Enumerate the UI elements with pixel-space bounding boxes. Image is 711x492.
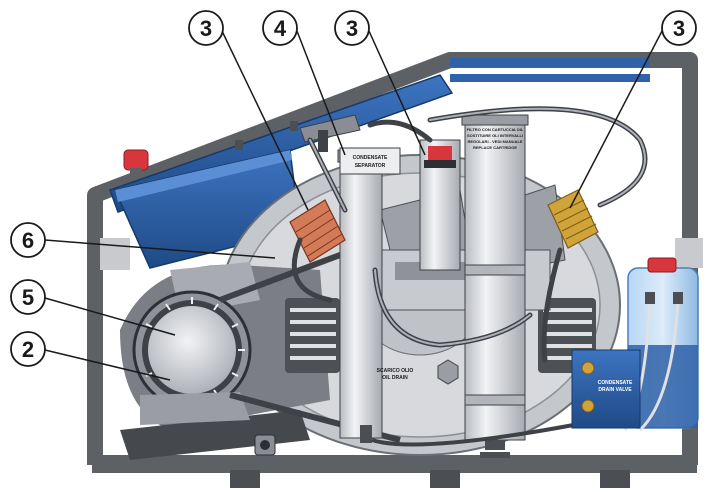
callout-label: 4 bbox=[274, 16, 287, 41]
filter-label-line2: SOSTITUIRE GLI INTERVALLI bbox=[467, 133, 523, 138]
callout-3-middle: 3 bbox=[334, 10, 370, 46]
separator-label-line1: CONDENSATE bbox=[353, 155, 388, 161]
oil-drain-line2: OIL DRAIN bbox=[382, 375, 408, 381]
frame bbox=[87, 52, 698, 488]
callout-6: 6 bbox=[10, 222, 46, 258]
drain-pipe bbox=[371, 418, 601, 447]
side-block-left bbox=[100, 238, 130, 270]
filter-label-line1: FILTRO CON CARTUCCIA OIL bbox=[467, 127, 524, 132]
callout-badges: 3 4 3 3 6 5 2 bbox=[10, 10, 697, 367]
callout-label: 3 bbox=[200, 16, 212, 41]
callout-label: 6 bbox=[22, 228, 34, 253]
leader-lines bbox=[44, 30, 663, 381]
callout-4: 4 bbox=[262, 10, 298, 46]
filter-label-line4: REPLACE CARTRIDGE bbox=[473, 145, 517, 150]
cooler-coil-left bbox=[285, 298, 340, 373]
separator-label-line2: SEPARATOR bbox=[355, 163, 386, 169]
copper-heat-sink bbox=[289, 199, 346, 263]
callout-label: 5 bbox=[22, 285, 34, 310]
condensate-drain-valve: CONDENSATE DRAIN VALVE bbox=[571, 349, 641, 429]
filter-label-line3: REGOLARI - VEDI MANUALE bbox=[467, 139, 522, 144]
gauge-bracket bbox=[299, 114, 361, 152]
valve-label-line1: CONDENSATE bbox=[598, 380, 633, 386]
motor-base bbox=[120, 410, 310, 460]
callout-5: 5 bbox=[10, 279, 46, 315]
callout-3-left: 3 bbox=[188, 10, 224, 46]
mid-cylinder bbox=[419, 139, 461, 271]
side-block bbox=[675, 238, 703, 268]
brass-heat-sink bbox=[547, 189, 599, 249]
oil-drain: SCARICO OLIO OIL DRAIN bbox=[377, 359, 459, 385]
separator-label: CONDENSATE SEPARATOR bbox=[339, 147, 401, 175]
callout-3-right: 3 bbox=[661, 10, 697, 46]
valve-label-line2: DRAIN VALVE bbox=[598, 387, 632, 393]
callout-label: 3 bbox=[673, 16, 685, 41]
hose-highlights bbox=[309, 107, 646, 347]
condensate-bottle bbox=[623, 257, 699, 432]
callout-2: 2 bbox=[10, 331, 46, 367]
filter-cartridge: FILTRO CON CARTUCCIA OIL SOSTITUIRE GLI … bbox=[461, 114, 529, 458]
oil-drain-line1: SCARICO OLIO bbox=[377, 368, 414, 374]
callout-label: 3 bbox=[346, 16, 358, 41]
callout-label: 2 bbox=[22, 337, 34, 362]
